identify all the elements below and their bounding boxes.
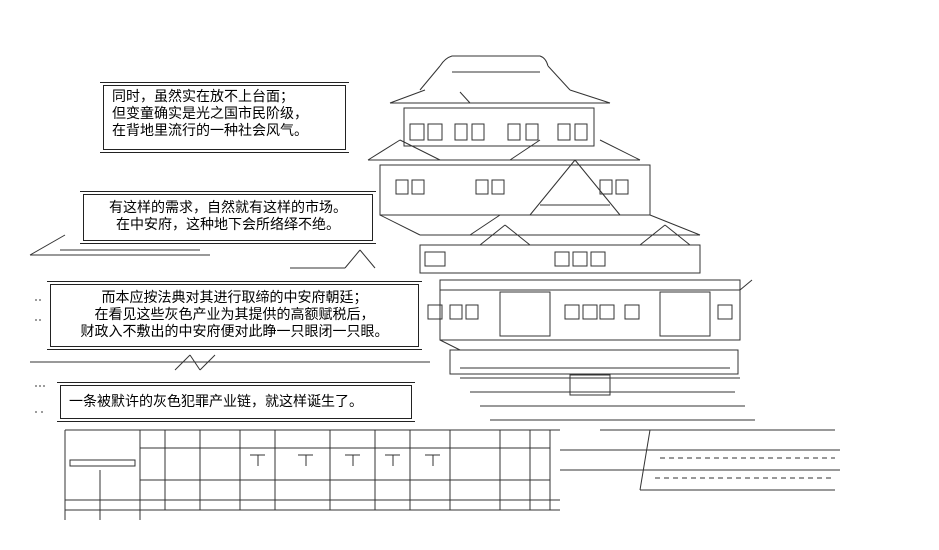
caption-box-2: 有这样的需求，自然就有这样的市场。 在中安府，这种地下会所络绎不绝。 <box>80 191 376 244</box>
caption-line: 在看见这些灰色产业为其提供的高额赋税后， <box>94 307 375 323</box>
caption-line: 有这样的需求，自然就有这样的市场。 <box>109 200 347 216</box>
caption-line: 同时，虽然实在放不上台面； <box>112 89 294 105</box>
caption-line: 而本应按法典对其进行取缔的中安府朝廷； <box>101 290 368 306</box>
caption-line: 一条被默许的灰色犯罪产业链，就这样诞生了。 <box>69 394 363 410</box>
caption-line: 但变童确实是光之国市民阶级， <box>112 106 308 122</box>
caption-line: 在背地里流行的一种社会风气。 <box>112 123 308 139</box>
caption-box-4: 一条被默许的灰色犯罪产业链，就这样诞生了。 <box>57 382 415 422</box>
caption-box-1: 同时，虽然实在放不上台面； 但变童确实是光之国市民阶级， 在背地里流行的一种社会… <box>100 82 349 153</box>
caption-box-3: 而本应按法典对其进行取缔的中安府朝廷； 在看见这些灰色产业为其提供的高额赋税后，… <box>47 281 422 350</box>
caption-line: 财政入不敷出的中安府便对此睁一只眼闭一只眼。 <box>80 324 389 340</box>
caption-line: 在中安府，这种地下会所络绎不绝。 <box>116 217 340 233</box>
